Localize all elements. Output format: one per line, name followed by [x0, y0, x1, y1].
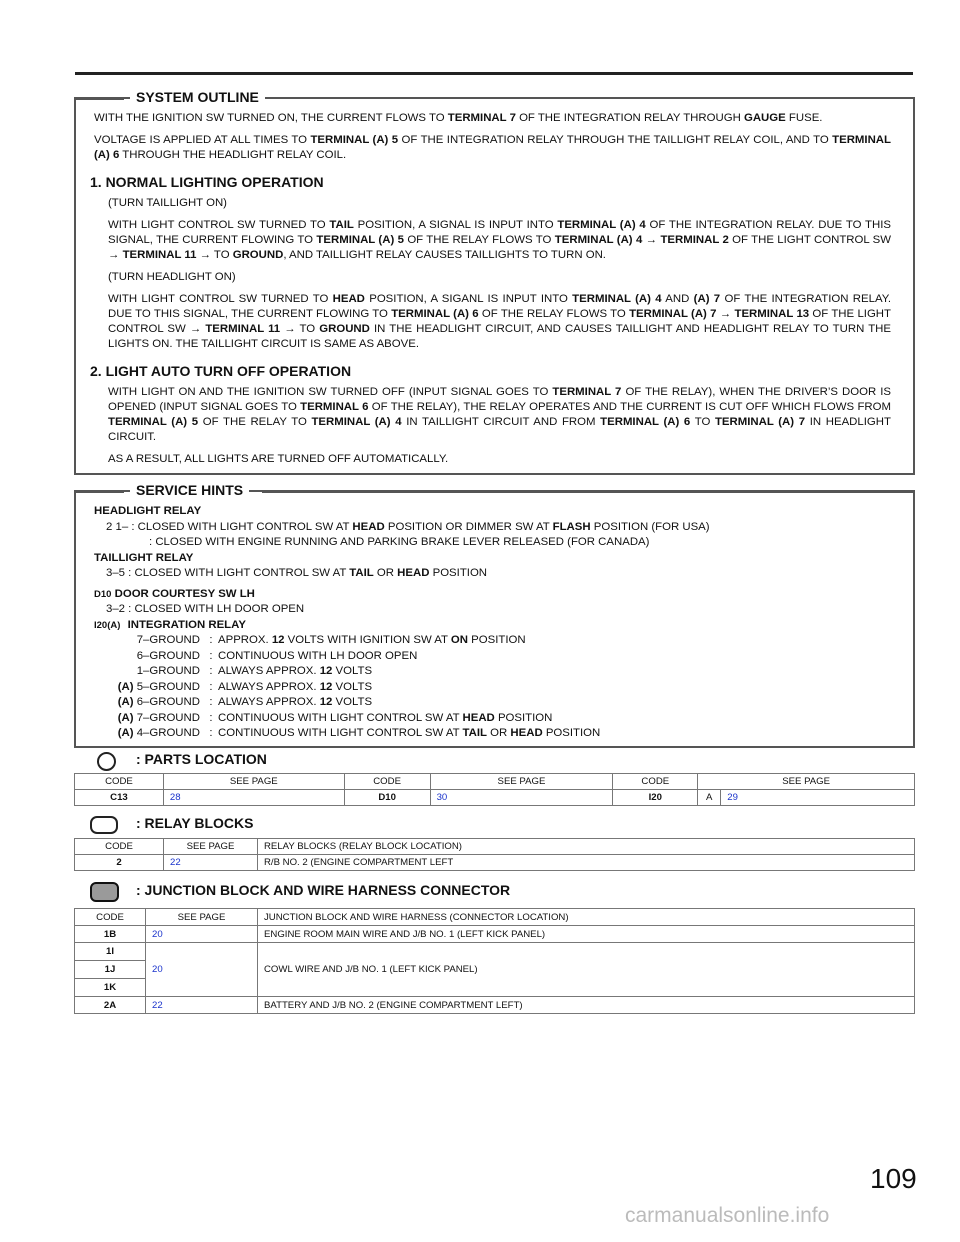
- section-2-paragraph-2: AS A RESULT, ALL LIGHTS ARE TURNED OFF A…: [108, 453, 449, 465]
- jb-code-1j: 1J: [74, 960, 146, 979]
- terminal-label: (A) 5–GROUND: [117, 680, 200, 693]
- top-rule: [75, 72, 913, 75]
- terminal-label: (A) 6–GROUND: [117, 696, 200, 708]
- separator: :: [209, 727, 213, 739]
- d10-name: DOOR COURTESY SW LH: [114, 587, 255, 600]
- integration-relay-row: (A) 6–GROUND: ALWAYS APPROX. 12 VOLTS: [94, 695, 903, 711]
- junction-table: CODE SEE PAGE JUNCTION BLOCK AND WIRE HA…: [74, 908, 915, 1014]
- pl-page-link-29[interactable]: 29: [720, 789, 915, 806]
- parts-location-table: CODE SEE PAGE CODE SEE PAGE CODE SEE PAG…: [74, 773, 915, 806]
- pl-header-page-3: SEE PAGE: [697, 773, 915, 790]
- service-hints-title: SERVICE HINTS: [130, 482, 250, 498]
- terminal-description: ALWAYS APPROX. 12 VOLTS: [218, 665, 373, 677]
- jb-code-1b: 1B: [74, 925, 146, 943]
- jb-code-1k: 1K: [74, 978, 146, 997]
- terminal-label: 6–GROUND: [136, 649, 200, 662]
- terminal-label: 1–GROUND: [136, 665, 200, 677]
- terminal-description: CONTINUOUS WITH LH DOOR OPEN: [218, 649, 418, 662]
- terminal-description: CONTINUOUS WITH LIGHT CONTROL SW AT HEAD…: [218, 711, 553, 724]
- pl-page-link-30[interactable]: 30: [429, 789, 614, 806]
- jb-header-desc: JUNCTION BLOCK AND WIRE HARNESS (CONNECT…: [257, 908, 915, 926]
- jb-page-link-2a[interactable]: 22: [145, 996, 258, 1014]
- pl-code-c13: C13: [74, 789, 164, 806]
- integration-relay-row: (A) 5–GROUND: ALWAYS APPROX. 12 VOLTS: [94, 680, 903, 696]
- system-outline-box: SYSTEM OUTLINE WITH THE IGNITION SW TURN…: [74, 89, 915, 475]
- watermark: carmanualsonline.info: [625, 1204, 830, 1227]
- jb-desc-2a: BATTERY AND J/B NO. 2 (ENGINE COMPARTMEN…: [257, 996, 915, 1014]
- section-1-heading: 1. NORMAL LIGHTING OPERATION: [90, 174, 324, 190]
- integration-relay-row: 6–GROUND: CONTINUOUS WITH LH DOOR OPEN: [94, 649, 903, 665]
- parts-location-heading: : PARTS LOCATION: [136, 751, 267, 767]
- separator: :: [209, 634, 213, 646]
- pl-header-code-2: CODE: [343, 773, 431, 790]
- terminal-label: 7–GROUND: [136, 634, 200, 646]
- separator: :: [209, 665, 213, 677]
- system-outline-title: SYSTEM OUTLINE: [130, 89, 265, 105]
- integration-relay-row: 7–GROUND: APPROX. 12 VOLTS WITH IGNITION …: [94, 633, 903, 649]
- separator: :: [209, 649, 213, 662]
- integration-relay-rows: 7–GROUND: APPROX. 12 VOLTS WITH IGNITION …: [94, 633, 903, 742]
- headlight-relay-line-2: : CLOSED WITH ENGINE RUNNING AND PARKING…: [149, 536, 650, 548]
- pl-header-page-1: SEE PAGE: [162, 773, 345, 790]
- section-2-paragraph-1: WITH LIGHT ON AND THE IGNITION SW TURNED…: [108, 386, 892, 443]
- taillight-relay-line: 3–5 : CLOSED WITH LIGHT CONTROL SW AT TA…: [106, 567, 488, 579]
- i20-code: I20(A): [94, 619, 121, 631]
- headlight-relay-line-1: 2 1– : CLOSED WITH LIGHT CONTROL SW AT H…: [106, 520, 710, 533]
- d10-code: D10: [94, 588, 112, 600]
- integration-relay-row: 1–GROUND: ALWAYS APPROX. 12 VOLTS: [94, 664, 903, 680]
- pl-code-i20: I20: [612, 789, 699, 806]
- terminal-label: (A) 7–GROUND: [117, 711, 200, 724]
- d10-line: 3–2 : CLOSED WITH LH DOOR OPEN: [106, 603, 305, 615]
- terminal-description: ALWAYS APPROX. 12 VOLTS: [218, 680, 373, 693]
- rb-header-code: CODE: [74, 838, 164, 855]
- pl-header-code-1: CODE: [74, 773, 164, 790]
- relay-blocks-table: CODE SEE PAGE RELAY BLOCKS (RELAY BLOCK …: [74, 838, 915, 871]
- terminal-description: ALWAYS APPROX. 12 VOLTS: [218, 696, 373, 708]
- pl-header-page-2: SEE PAGE: [429, 773, 614, 790]
- page-number: 109: [870, 1163, 917, 1194]
- jb-page-link-1b[interactable]: 20: [145, 925, 258, 943]
- intro-paragraph-2: VOLTAGE IS APPLIED AT ALL TIMES TO TERMI…: [94, 134, 891, 161]
- pl-header-code-3: CODE: [612, 773, 699, 790]
- pl-code-d10: D10: [343, 789, 431, 806]
- jb-header-code: CODE: [74, 908, 146, 926]
- separator: :: [209, 680, 213, 693]
- parts-location-symbol-icon: [97, 752, 116, 771]
- section-2-heading: 2. LIGHT AUTO TURN OFF OPERATION: [90, 363, 352, 379]
- rb-header-desc: RELAY BLOCKS (RELAY BLOCK LOCATION): [257, 838, 915, 855]
- rb-header-page: SEE PAGE: [163, 838, 258, 855]
- section-1-paragraph-2: WITH LIGHT CONTROL SW TURNED TO HEAD POS…: [108, 293, 892, 350]
- jb-header-page: SEE PAGE: [145, 908, 258, 926]
- taillight-relay-title: TAILLIGHT RELAY: [94, 551, 194, 564]
- separator: :: [209, 711, 213, 724]
- relay-blocks-heading: : RELAY BLOCKS: [136, 815, 254, 831]
- integration-relay-row: (A) 4–GROUND: CONTINUOUS WITH LIGHT CONTR…: [94, 726, 903, 742]
- junction-heading: : JUNCTION BLOCK AND WIRE HARNESS CONNEC…: [136, 882, 511, 898]
- rb-code: 2: [74, 854, 164, 871]
- integration-relay-row: (A) 7–GROUND: CONTINUOUS WITH LIGHT CONTR…: [94, 711, 903, 727]
- terminal-description: CONTINUOUS WITH LIGHT CONTROL SW AT TAIL…: [218, 727, 601, 739]
- section-1-sub-2: (TURN HEADLIGHT ON): [108, 271, 236, 283]
- pl-code-i20-sub: A: [697, 789, 722, 806]
- jb-page-link-1i-1k[interactable]: 20: [145, 942, 258, 997]
- relay-block-symbol-icon: [90, 816, 118, 834]
- i20-name: INTEGRATION RELAY: [127, 618, 246, 631]
- separator: :: [209, 696, 213, 708]
- terminal-label: (A) 4–GROUND: [117, 727, 200, 739]
- jb-desc-1i-1k: COWL WIRE AND J/B NO. 1 (LEFT KICK PANEL…: [257, 942, 915, 997]
- service-hints-box: SERVICE HINTS HEADLIGHT RELAY 2 1– : CLO…: [74, 482, 915, 748]
- intro-paragraph-1: WITH THE IGNITION SW TURNED ON, THE CURR…: [94, 112, 823, 124]
- pl-page-link-28[interactable]: 28: [162, 789, 345, 806]
- jb-code-2a: 2A: [74, 996, 146, 1014]
- section-1-paragraph-1: WITH LIGHT CONTROL SW TURNED TO TAIL POS…: [108, 219, 891, 261]
- rb-page-link[interactable]: 22: [163, 854, 258, 871]
- rb-desc: R/B NO. 2 (ENGINE COMPARTMENT LEFT: [257, 854, 915, 871]
- junction-block-symbol-icon: [90, 882, 119, 902]
- section-1-sub-1: (TURN TAILLIGHT ON): [108, 197, 227, 209]
- terminal-description: APPROX. 12 VOLTS WITH IGNITION SW AT ON …: [218, 634, 526, 646]
- headlight-relay-title: HEADLIGHT RELAY: [94, 505, 202, 517]
- jb-code-1i: 1I: [74, 942, 146, 961]
- jb-desc-1b: ENGINE ROOM MAIN WIRE AND J/B NO. 1 (LEF…: [257, 925, 915, 943]
